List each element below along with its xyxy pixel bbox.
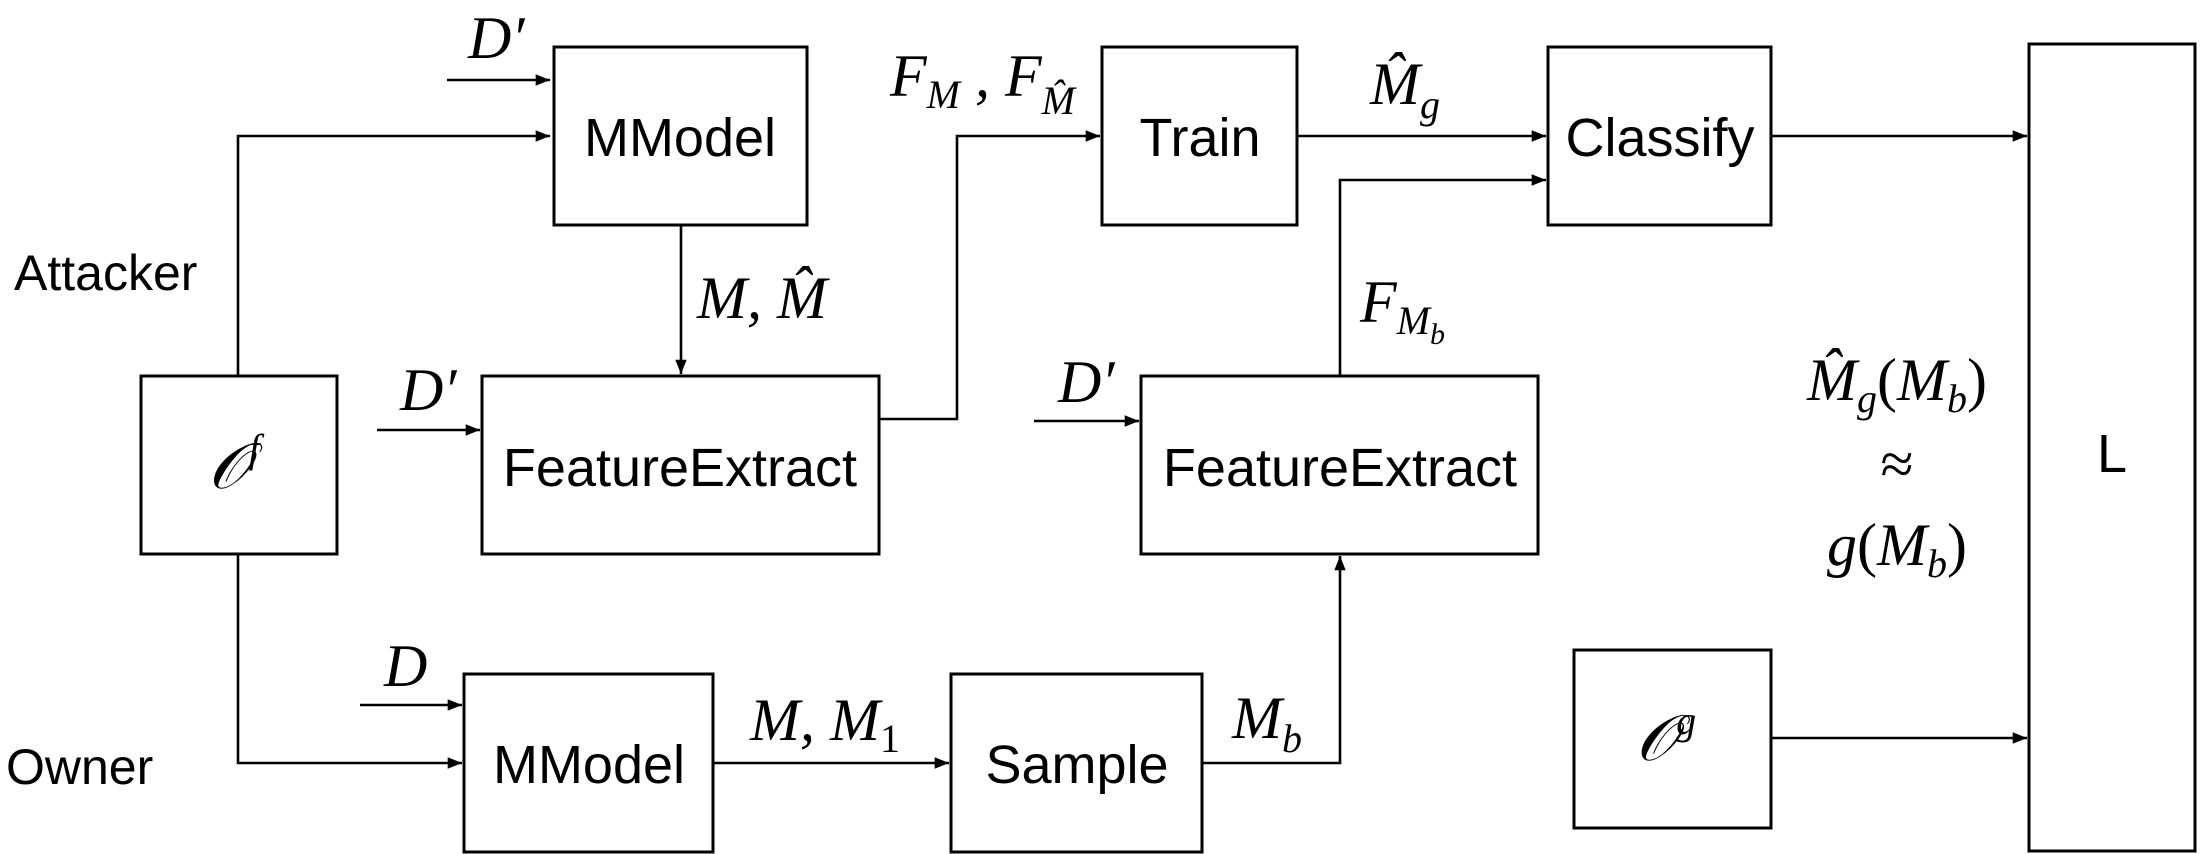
- approximation-equation: M̂g(Mb) ≈ g(Mb): [1806, 347, 1987, 586]
- edge-owner-feature-extract-to-classify: [1338, 174, 1546, 376]
- edge-feature-extract-to-train: [879, 130, 1100, 421]
- dprime-label-attacker-feature-extract: D′: [399, 357, 457, 423]
- equation-line-1: M̂g(Mb): [1806, 347, 1987, 421]
- classify-label: Classify: [1565, 108, 1754, 168]
- sample-box: Sample: [949, 672, 1204, 854]
- l-label: L: [2097, 424, 2127, 484]
- owner-mmodel-label: MModel: [493, 735, 685, 795]
- owner-label: Owner: [6, 739, 153, 795]
- m-mhat-label: M, M̂: [696, 265, 830, 331]
- dprime-label-attacker-mmodel: D′: [467, 5, 525, 71]
- oracle-f-box: 𝒪f: [139, 374, 339, 556]
- edge-sample-to-owner-feature-extract: [1202, 556, 1346, 765]
- owner-mmodel-box: MModel: [462, 672, 715, 854]
- dprime-label-owner-feature-extract: D′: [1057, 349, 1115, 415]
- owner-feature-extract-box: FeatureExtract: [1139, 374, 1540, 556]
- sample-label: Sample: [985, 735, 1168, 795]
- edge-oracle-to-owner-mmodel: [236, 554, 462, 769]
- attacker-label: Attacker: [14, 245, 197, 301]
- attacker-feature-extract-box: FeatureExtract: [480, 374, 881, 556]
- train-label: Train: [1139, 108, 1260, 168]
- d-label-owner-mmodel: D: [383, 633, 427, 699]
- edge-oracle-to-attacker-mmodel: [236, 130, 550, 376]
- equation-approx-symbol: ≈: [1881, 431, 1914, 497]
- oracle-g-box: 𝒪g: [1572, 648, 1773, 830]
- attacker-feature-extract-label: FeatureExtract: [503, 438, 857, 498]
- classify-box: Classify: [1546, 45, 1773, 227]
- edges: [236, 74, 2027, 769]
- attacker-mmodel-label: MModel: [584, 108, 776, 168]
- f-m-f-mhat-label: FM , FM̂: [889, 43, 1078, 123]
- l-box: L: [2027, 42, 2197, 853]
- f-mb-label: FMb: [1359, 269, 1445, 351]
- m-b-label: Mb: [1231, 685, 1302, 761]
- mhat-g-label: M̂g: [1369, 51, 1440, 127]
- oracle-g-superscript: g: [1676, 698, 1696, 743]
- train-box: Train: [1100, 45, 1299, 227]
- owner-feature-extract-label: FeatureExtract: [1163, 438, 1517, 498]
- equation-line-3: g(Mb): [1827, 512, 1967, 586]
- attacker-mmodel-box: MModel: [552, 45, 809, 227]
- m-m1-label: M, M1: [749, 687, 900, 761]
